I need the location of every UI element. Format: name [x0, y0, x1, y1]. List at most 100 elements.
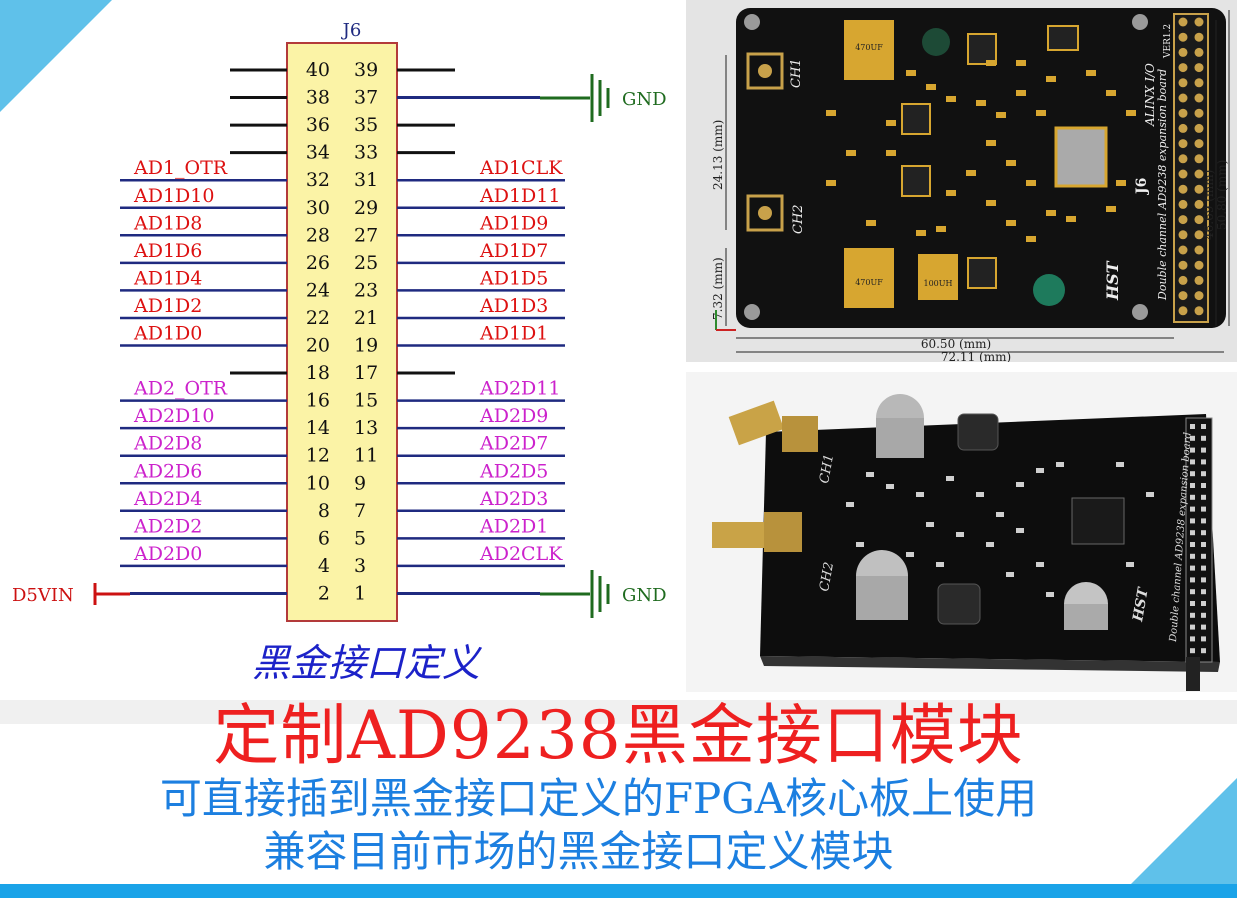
net-label-right: AD1D3	[479, 295, 548, 317]
pin-number-left: 12	[306, 445, 330, 467]
pin-number-left: 22	[306, 307, 330, 329]
net-label-left: AD2D8	[133, 433, 202, 455]
net-label-right: AD1CLK	[479, 157, 563, 179]
pin-number-left: 40	[306, 59, 330, 81]
pin-number-right: 23	[354, 279, 378, 301]
corner-decoration-bottom-right	[1117, 778, 1237, 898]
pin-number-right: 15	[354, 390, 378, 412]
pin-number-right: 11	[354, 445, 378, 467]
net-label-left: AD1D2	[133, 295, 202, 317]
net-label-left: AD2D6	[133, 460, 202, 482]
pin-number-left: 30	[306, 197, 330, 219]
photo-ch1-label: CH1	[817, 453, 837, 485]
net-label-right: AD2D7	[479, 433, 548, 455]
silk-brand: ALINX I/O	[1143, 63, 1157, 127]
net-label-right: AD1D11	[479, 185, 560, 207]
silk-logo: HST	[1103, 260, 1122, 301]
silk-version: VER1.2	[1163, 24, 1173, 59]
pin-number-right: 17	[354, 362, 378, 384]
gnd-symbol-top: GND	[540, 74, 667, 122]
pin-number-right: 29	[354, 197, 378, 219]
pin-number-right: 27	[354, 224, 378, 246]
dim-72-11: 72.11 (mm)	[941, 350, 1011, 362]
inductor-label: 100UH	[924, 279, 953, 288]
net-label-right: AD2D1	[479, 515, 548, 537]
net-label-right: AD2D3	[479, 488, 548, 510]
schematic-caption: 黑金接口定义	[252, 641, 483, 685]
bottom-bar	[0, 884, 1237, 898]
pin-number-left: 8	[318, 500, 330, 522]
pin-number-right: 37	[354, 87, 378, 109]
net-label-left: AD1D8	[133, 212, 202, 234]
caption-backdrop	[0, 700, 1237, 724]
subline-1: 可直接插到黑金接口定义的FPGA核心板上使用	[159, 774, 1038, 823]
pin-number-left: 2	[318, 582, 330, 604]
pin-number-left: 10	[306, 472, 330, 494]
pin-number-left: 34	[306, 142, 330, 164]
net-label-left: AD2D2	[133, 515, 202, 537]
board-photo-image: CH1 CH2 Double channel AD9238 expansion …	[686, 372, 1237, 692]
pin-number-left: 6	[318, 527, 330, 549]
pin-number-left: 36	[306, 114, 330, 136]
ch2-label: CH2	[791, 204, 806, 234]
pin-number-right: 3	[354, 555, 366, 577]
pin-number-left: 26	[306, 252, 330, 274]
net-label-left: AD1D6	[133, 240, 202, 262]
net-label-left: AD1D10	[133, 185, 214, 207]
net-label-left: AD2D10	[133, 405, 214, 427]
net-label-right: AD2D11	[479, 378, 560, 400]
ch1-label: CH1	[789, 58, 804, 88]
dim-50-80: 50.80 (mm)	[1215, 160, 1229, 230]
net-label-right: AD1D1	[479, 323, 548, 345]
cap-label-2: 470UF	[855, 278, 883, 287]
net-label-right: AD1D9	[479, 212, 548, 234]
photo-logo: HST	[1130, 585, 1152, 624]
dim-60-50: 60.50 (mm)	[921, 337, 991, 351]
pin-number-right: 19	[354, 335, 378, 357]
pin-number-right: 39	[354, 59, 378, 81]
net-label-right: AD1D7	[479, 240, 548, 262]
cap-label-1: 470UF	[855, 43, 883, 52]
pin-number-left: 18	[306, 362, 330, 384]
dim-7-32: 7.32 (mm)	[711, 257, 725, 320]
pin-number-left: 28	[306, 224, 330, 246]
net-label-left: AD1D4	[133, 267, 202, 289]
power-label: D5VIN	[12, 585, 74, 606]
pcb-render-image: 470UF 470UF 100UH CH1 CH2 Double channel…	[686, 0, 1237, 362]
pin-number-right: 35	[354, 114, 378, 136]
pin-number-right: 31	[354, 169, 378, 191]
headline: 定制AD9238黑金接口模块	[213, 697, 1024, 774]
power-symbol: D5VIN	[12, 583, 130, 606]
pin-number-left: 16	[306, 390, 330, 412]
connector-ref: J6	[341, 20, 362, 41]
pin-number-left: 32	[306, 169, 330, 191]
net-label-left: AD2D0	[133, 543, 202, 565]
photo-ch2-label: CH2	[817, 561, 837, 593]
silk-j6: J6	[1134, 178, 1150, 196]
gnd-label-bottom: GND	[622, 585, 667, 606]
pin-number-right: 7	[354, 500, 366, 522]
pin-number-left: 20	[306, 335, 330, 357]
corner-decoration-top-left	[0, 0, 112, 112]
gnd-symbol-bottom: GND	[540, 570, 667, 618]
net-label-left: AD2_OTR	[133, 378, 228, 400]
net-label-left: AD2D4	[133, 488, 202, 510]
net-label-left: AD1D0	[133, 323, 202, 345]
net-label-left: AD1_OTR	[133, 157, 228, 179]
pin-number-left: 4	[318, 555, 330, 577]
pin-number-right: 33	[354, 142, 378, 164]
dim-24-13: 24.13 (mm)	[711, 120, 725, 190]
pin-number-right: 1	[354, 582, 366, 604]
net-label-right: AD2CLK	[479, 543, 563, 565]
subline-2: 兼容目前市场的黑金接口定义模块	[263, 827, 894, 876]
gnd-label-top: GND	[622, 89, 667, 110]
silk-title: Double channel AD9238 expansion board	[1156, 69, 1169, 301]
net-label-right: AD2D9	[479, 405, 548, 427]
pin-number-left: 38	[306, 87, 330, 109]
pin-number-right: 13	[354, 417, 378, 439]
dim-46-69: 46.69 (mm)	[1202, 170, 1216, 240]
pin-number-right: 5	[354, 527, 366, 549]
connector-body	[286, 42, 398, 622]
